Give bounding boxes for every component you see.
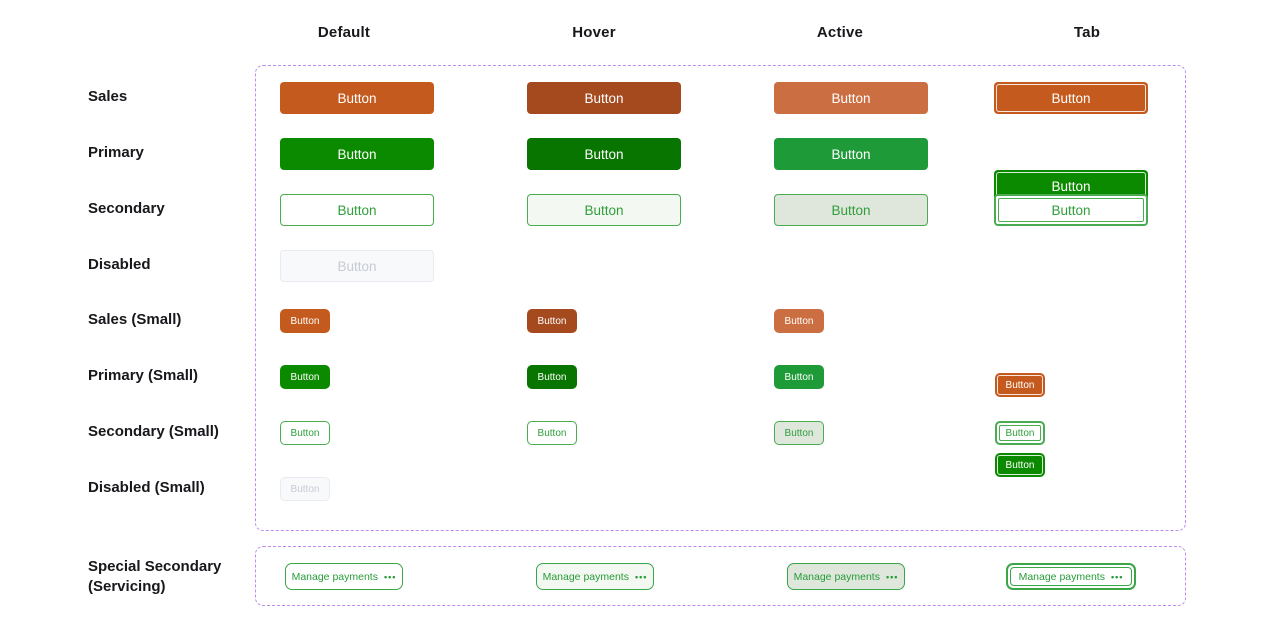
sales-small-tab-button[interactable]: Button [995, 373, 1045, 397]
sales-small-hover-button[interactable]: Button [527, 309, 577, 333]
column-header-default: Default [317, 24, 371, 41]
servicing-button-label: Manage payments [291, 570, 378, 583]
sales-active-button[interactable]: Button [774, 82, 928, 114]
row-label-disabled: Disabled [88, 256, 151, 273]
secondary-tab-button[interactable]: Button [994, 194, 1148, 226]
row-label-secondary: Secondary [88, 200, 165, 217]
secondary-small-active-button[interactable]: Button [774, 421, 824, 445]
servicing-button-label: Manage payments [542, 570, 629, 583]
secondary-small-tab-button[interactable]: Button [995, 421, 1045, 445]
row-label-sales-small: Sales (Small) [88, 311, 182, 328]
secondary-hover-button[interactable]: Button [527, 194, 681, 226]
servicing-tab-button[interactable]: Manage payments ••• [1006, 563, 1136, 590]
disabled-small-default-button: Button [280, 477, 330, 501]
secondary-default-button[interactable]: Button [280, 194, 434, 226]
primary-small-tab-button[interactable]: Button [995, 453, 1045, 477]
sales-hover-button[interactable]: Button [527, 82, 681, 114]
row-label-secondary-small: Secondary (Small) [88, 423, 219, 440]
primary-default-button[interactable]: Button [280, 138, 434, 170]
row-label-disabled-small: Disabled (Small) [88, 479, 205, 496]
row-label-special-secondary-line2: (Servicing) [88, 578, 166, 595]
secondary-active-button[interactable]: Button [774, 194, 928, 226]
servicing-default-button[interactable]: Manage payments ••• [285, 563, 403, 590]
secondary-small-hover-button[interactable]: Button [527, 421, 577, 445]
main-button-group-outline [255, 65, 1186, 531]
more-options-icon: ••• [1110, 571, 1124, 582]
primary-active-button[interactable]: Button [774, 138, 928, 170]
servicing-hover-button[interactable]: Manage payments ••• [536, 563, 654, 590]
more-options-icon: ••• [634, 571, 648, 582]
sales-default-button[interactable]: Button [280, 82, 434, 114]
disabled-default-button: Button [280, 250, 434, 282]
column-header-hover: Hover [572, 24, 616, 41]
row-label-primary: Primary [88, 144, 144, 161]
more-options-icon: ••• [383, 571, 397, 582]
row-label-primary-small: Primary (Small) [88, 367, 199, 384]
sales-tab-button[interactable]: Button [994, 82, 1148, 114]
secondary-small-default-button[interactable]: Button [280, 421, 330, 445]
primary-small-active-button[interactable]: Button [774, 365, 824, 389]
column-header-active: Active [816, 24, 864, 41]
row-label-sales: Sales [88, 88, 128, 105]
special-button-group-outline [255, 546, 1186, 606]
column-header-tab: Tab [1073, 24, 1101, 41]
sales-small-active-button[interactable]: Button [774, 309, 824, 333]
more-options-icon: ••• [885, 571, 899, 582]
row-label-special-secondary-line1: Special Secondary [88, 558, 222, 575]
servicing-button-label: Manage payments [1018, 570, 1105, 583]
primary-small-default-button[interactable]: Button [280, 365, 330, 389]
primary-small-hover-button[interactable]: Button [527, 365, 577, 389]
servicing-active-button[interactable]: Manage payments ••• [787, 563, 905, 590]
primary-hover-button[interactable]: Button [527, 138, 681, 170]
servicing-button-label: Manage payments [793, 570, 880, 583]
sales-small-default-button[interactable]: Button [280, 309, 330, 333]
